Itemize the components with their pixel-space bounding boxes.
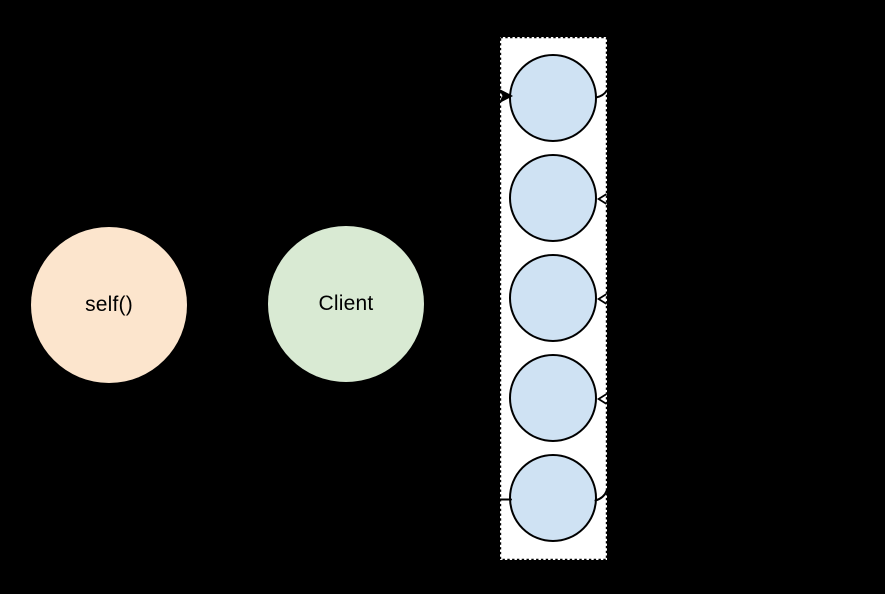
- self-node-label: self(): [85, 293, 133, 316]
- worker-circle-2: [509, 154, 597, 242]
- worker-circle-5: [509, 454, 597, 542]
- client-node-label: Client: [318, 292, 374, 315]
- worker-circle-1: [509, 54, 597, 142]
- client-node-circle: Client: [268, 226, 424, 382]
- worker-circle-4: [509, 354, 597, 442]
- worker-circle-3: [509, 254, 597, 342]
- self-node-circle: self(): [31, 227, 187, 383]
